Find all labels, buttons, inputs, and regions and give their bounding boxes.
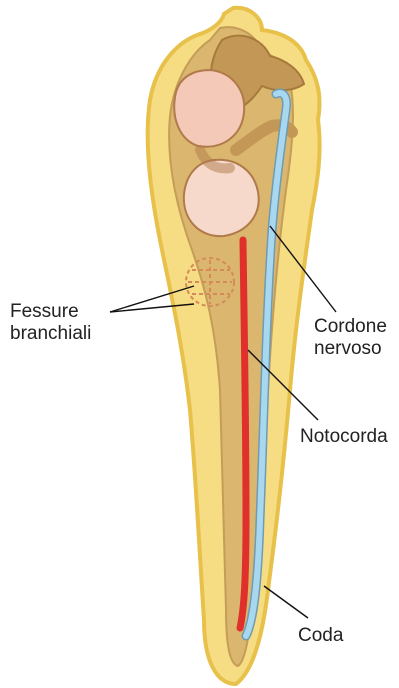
label-tail: Coda (298, 625, 343, 647)
label-gill-slits-line-2: branchiali (10, 323, 91, 345)
label-gill-slits: Fessure branchiali (10, 301, 91, 345)
pharynx-upper (174, 70, 244, 147)
label-nerve-cord-line-1: Cordone (314, 316, 387, 338)
leader-tail (264, 586, 308, 618)
label-notochord: Notocorda (300, 426, 388, 448)
label-gill-slits-line-1: Fessure (10, 301, 91, 323)
label-nerve-cord-line-2: nervoso (314, 338, 387, 360)
label-nerve-cord: Cordone nervoso (314, 316, 387, 360)
